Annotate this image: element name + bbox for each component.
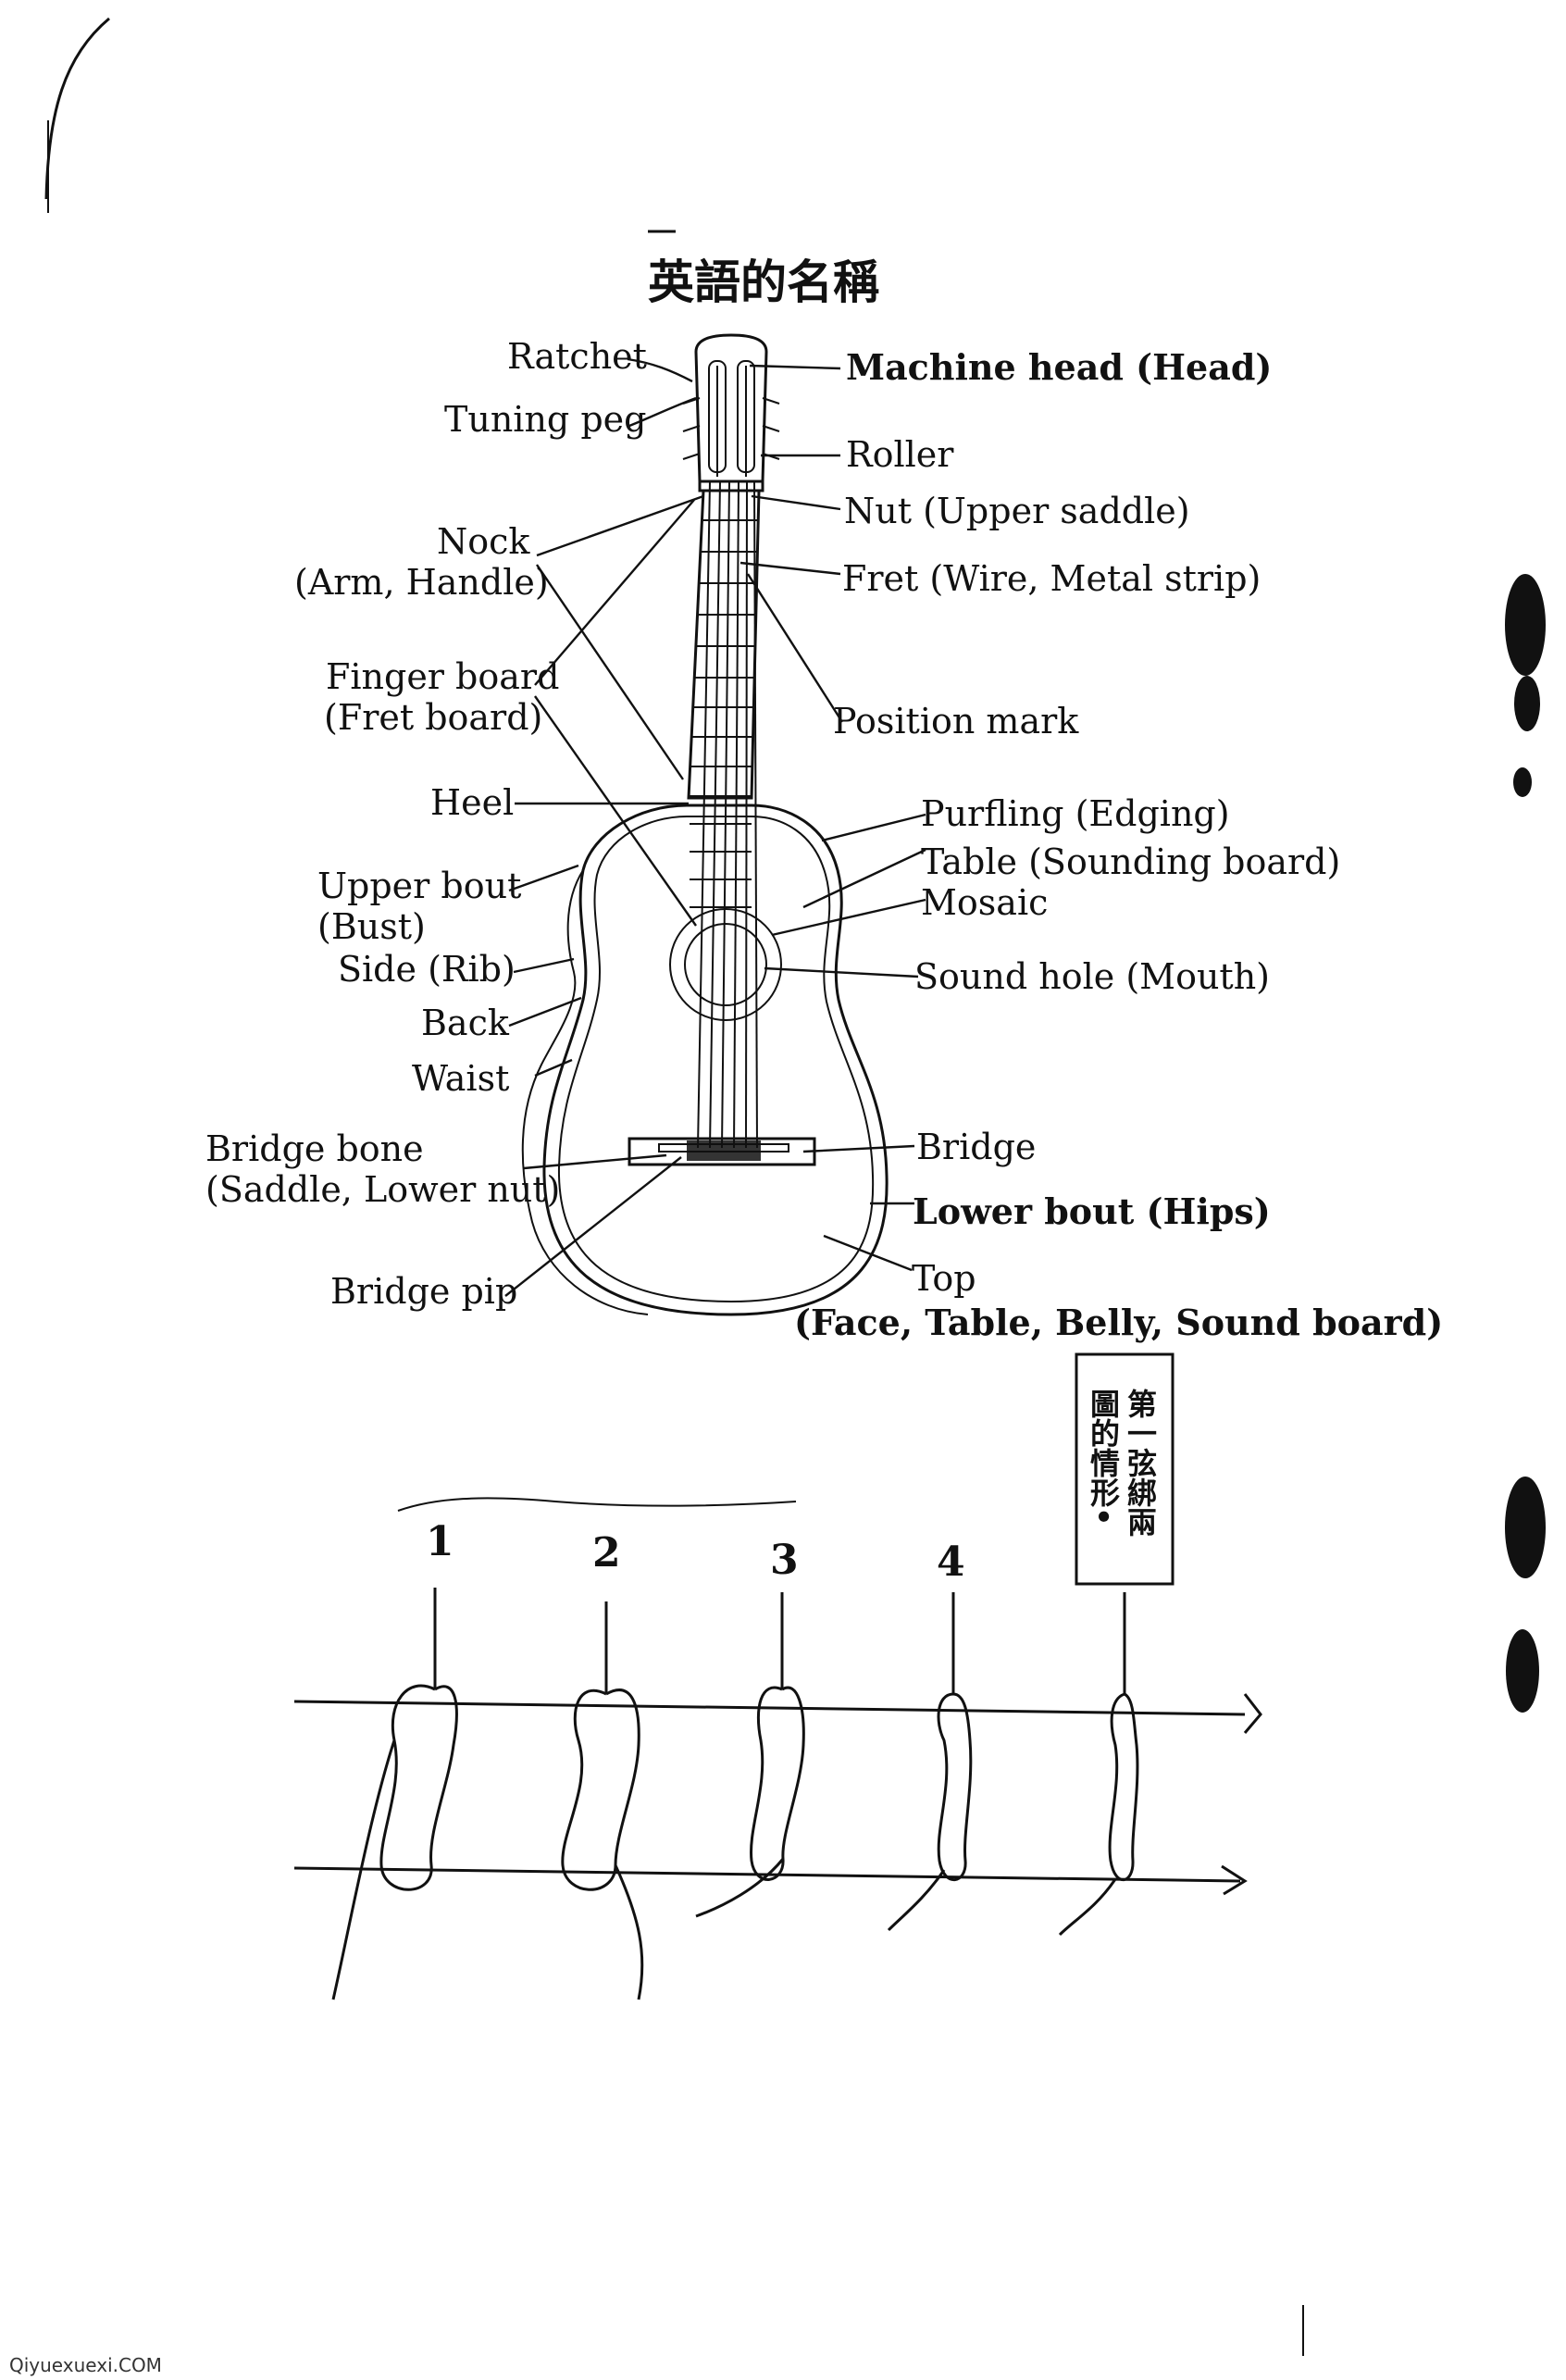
label-bridge: Bridge bbox=[916, 1127, 1036, 1167]
scan-blot-4 bbox=[1505, 1477, 1546, 1578]
label-nock: Nock bbox=[437, 521, 530, 562]
guitar-rosette bbox=[669, 908, 782, 1021]
step-number-3: 3 bbox=[770, 1537, 799, 1584]
label-machine-head: Machine head (Head) bbox=[846, 346, 1272, 388]
label-bridge-pip: Bridge pip bbox=[330, 1271, 517, 1312]
label-top: Top bbox=[912, 1258, 976, 1299]
step-number-4: 4 bbox=[937, 1539, 965, 1586]
label-waist: Waist bbox=[412, 1058, 509, 1099]
label-nock-alt: (Arm, Handle) bbox=[294, 562, 549, 603]
tie-rail-upper bbox=[293, 1700, 1246, 1716]
label-bridge-bone: Bridge bone bbox=[205, 1128, 424, 1169]
scan-blot-2 bbox=[1514, 676, 1540, 731]
label-upper-bout-alt: (Bust) bbox=[317, 906, 426, 947]
label-upper-bout: Upper bout bbox=[317, 866, 521, 906]
guitar-headstock bbox=[694, 333, 768, 483]
tie-knot-4 bbox=[887, 1592, 973, 1932]
label-ratchet: Ratchet bbox=[507, 336, 647, 377]
side-caption-col-1: 第一弦綁兩 bbox=[1123, 1389, 1158, 1537]
guitar-purfling bbox=[557, 816, 875, 1303]
label-lower-bout: Lower bout (Hips) bbox=[913, 1190, 1271, 1232]
guitar-drawing bbox=[521, 333, 889, 1316]
tie-knot-3 bbox=[695, 1592, 805, 1918]
label-bridge-bone-alt: (Saddle, Lower nut) bbox=[205, 1169, 560, 1210]
label-sound-hole: Sound hole (Mouth) bbox=[914, 956, 1270, 997]
label-side: Side (Rib) bbox=[338, 949, 516, 990]
step-number-2: 2 bbox=[592, 1529, 621, 1576]
tie-knot-5 bbox=[1058, 1592, 1139, 1937]
page-title: 英語的名稱 bbox=[648, 255, 879, 309]
tie-knot-1 bbox=[331, 1588, 458, 2000]
string-tie-steps: 1 2 3 4 bbox=[293, 1497, 1262, 2000]
label-heel: Heel bbox=[430, 782, 514, 823]
guitar-sound-hole bbox=[684, 923, 767, 1006]
scan-blot-3 bbox=[1513, 767, 1532, 797]
label-finger-board: Finger board bbox=[326, 656, 559, 697]
guitar-body bbox=[542, 804, 889, 1316]
label-back: Back bbox=[421, 1003, 510, 1043]
label-roller: Roller bbox=[846, 434, 954, 475]
label-purfling: Purfling (Edging) bbox=[921, 793, 1230, 834]
guitar-strings bbox=[697, 480, 758, 1149]
label-tuning-peg: Tuning peg bbox=[444, 399, 646, 440]
label-finger-board-alt: (Fret board) bbox=[324, 697, 542, 738]
guitar-side-rib bbox=[521, 869, 649, 1315]
leader-lines bbox=[504, 357, 926, 1297]
scan-mark-top-left bbox=[44, 17, 110, 200]
guitar-frets bbox=[690, 519, 758, 908]
scan-blot-5 bbox=[1506, 1629, 1539, 1713]
step-number-1: 1 bbox=[426, 1518, 454, 1565]
tie-knot-2 bbox=[561, 1601, 644, 2000]
side-caption-box: 第一弦綁兩 圖的情形• bbox=[1075, 1352, 1174, 1586]
scan-blot-1 bbox=[1505, 574, 1546, 676]
watermark: Qiyuexuexi.COM bbox=[9, 2354, 162, 2376]
label-position-mark: Position mark bbox=[833, 701, 1079, 741]
side-caption-col-2: 圖的情形• bbox=[1086, 1389, 1121, 1526]
label-nut: Nut (Upper saddle) bbox=[844, 491, 1190, 531]
label-mosaic: Mosaic bbox=[921, 882, 1048, 923]
label-top-alt: (Face, Table, Belly, Sound board) bbox=[794, 1302, 1443, 1343]
label-table: Table (Sounding board) bbox=[921, 841, 1340, 882]
part-labels: Ratchet Tuning peg Machine head (Head) R… bbox=[205, 336, 1443, 1343]
label-fret: Fret (Wire, Metal strip) bbox=[842, 558, 1261, 599]
guitar-neck bbox=[687, 489, 761, 800]
